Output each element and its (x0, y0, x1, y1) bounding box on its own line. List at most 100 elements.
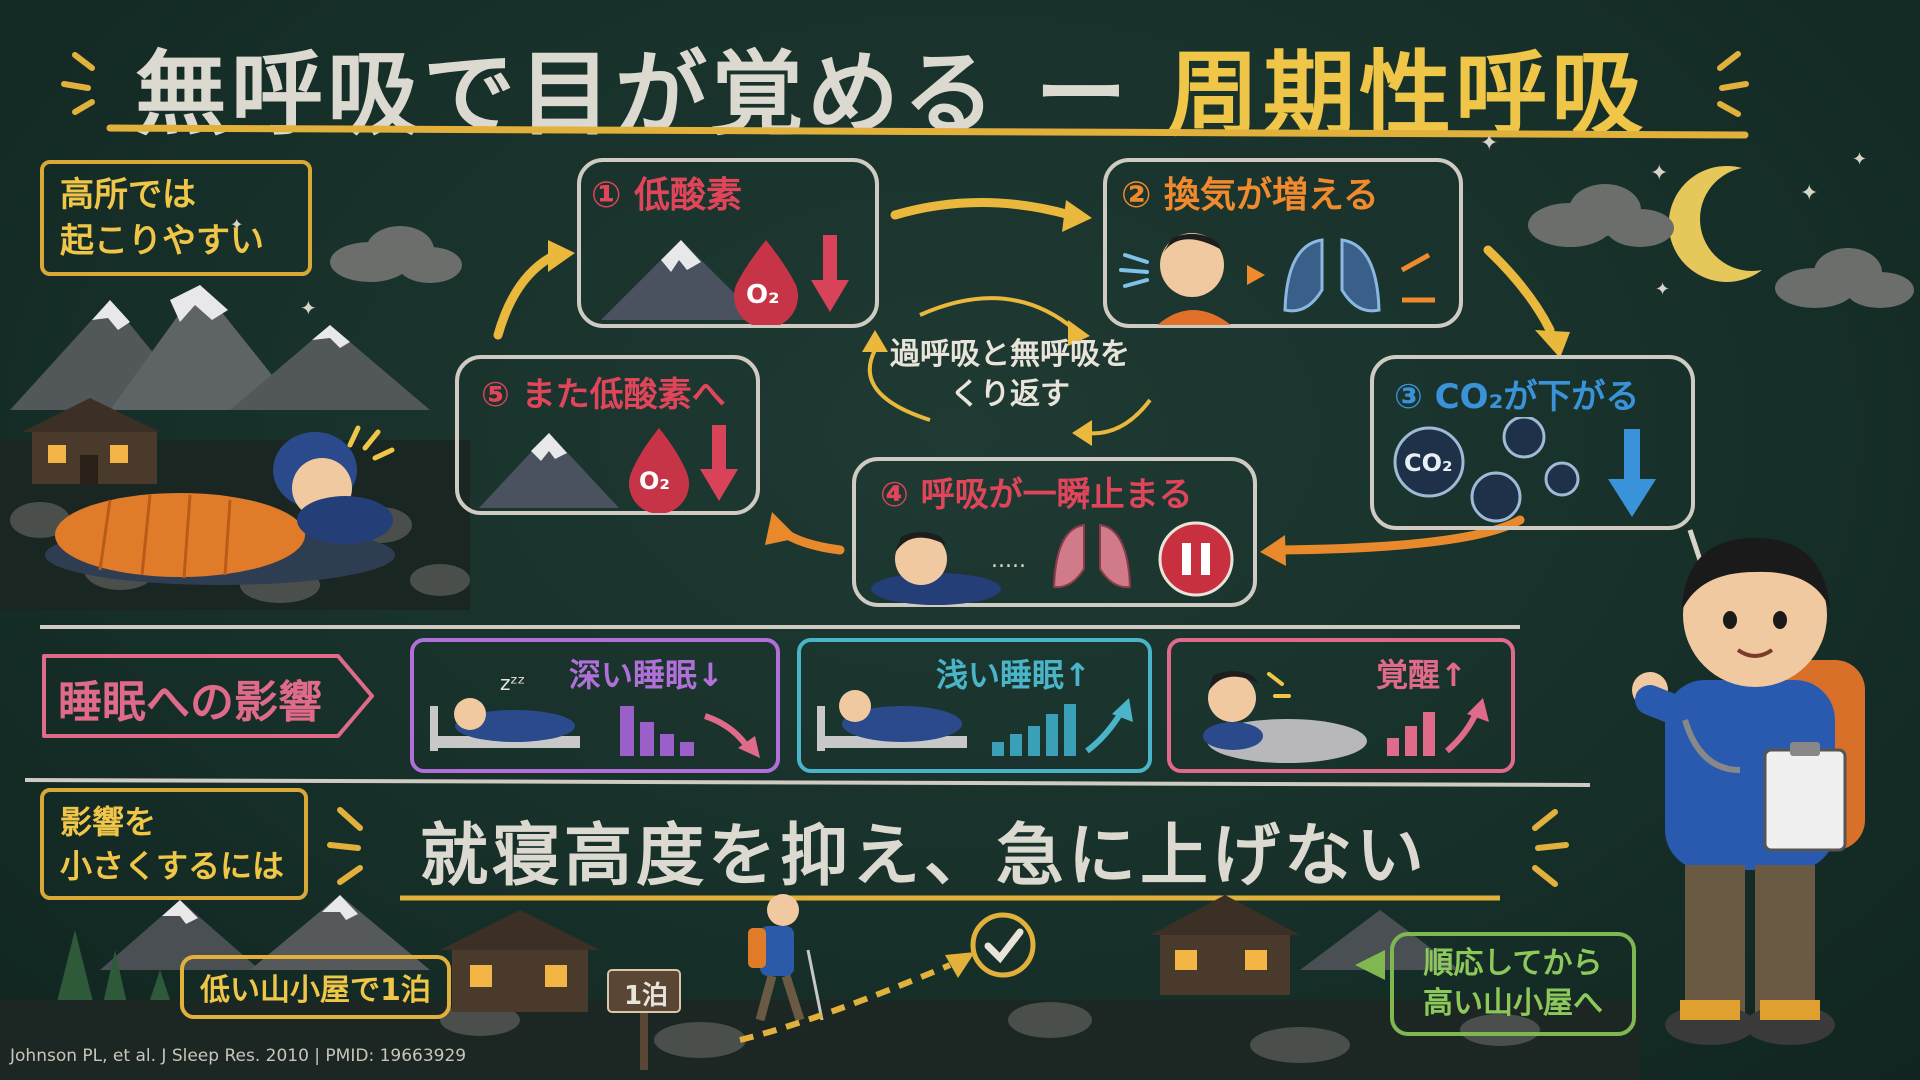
title-accent-left-icon (61, 52, 95, 115)
o2-drop-icon (629, 428, 689, 513)
lungs-icon (1052, 523, 1132, 589)
deep-sleep-illustration: zᶻᶻ (430, 671, 760, 758)
moon-icon (1668, 165, 1762, 282)
trend-up-icon (1445, 709, 1480, 754)
left-hut-icon (22, 398, 160, 484)
step-5-illustration: O₂ (479, 425, 738, 513)
down-arrow-icon (1608, 429, 1656, 517)
svg-text:✦: ✦ (1650, 161, 1668, 186)
light-sleep-card: 浅い睡眠↑ (797, 638, 1152, 773)
step-4-label: ④ 呼吸が一瞬止まる (880, 475, 1193, 515)
hiker-icon (748, 894, 824, 1022)
sleep-heading-box: 睡眠への影響 (38, 650, 378, 742)
dots-text: ..... (991, 548, 1026, 573)
wake-bars (1387, 712, 1435, 756)
step-4-illustration: ..... (871, 521, 1234, 605)
arrow-5-to-1 (493, 250, 560, 340)
bubble-pointer (1355, 950, 1385, 980)
bed-icon (430, 698, 580, 751)
pause-icon (1158, 521, 1234, 597)
breath-lines-icon (1119, 253, 1149, 288)
alert-lines-icon (1267, 672, 1291, 698)
arrow-1-to-2 (890, 198, 1075, 220)
checkmark-icon (970, 912, 1036, 978)
lungs-icon (1283, 238, 1381, 313)
down-arrow-icon (700, 425, 738, 501)
step-1-illustration: O₂ (601, 235, 849, 325)
sleeping-person-icon (871, 532, 1001, 605)
awake-person-icon (1203, 671, 1367, 763)
o2-text: O₂ (639, 467, 670, 495)
step-3-illustration: CO₂ (1393, 417, 1656, 523)
step-2-illustration (1119, 233, 1435, 325)
bottom-scenery (0, 894, 1640, 1080)
co2-text: CO₂ (1404, 449, 1453, 477)
wake-lines-icon (347, 425, 395, 461)
deep-sleep-card: 深い睡眠↓ zᶻᶻ (410, 638, 780, 773)
mountain-icon (479, 433, 619, 508)
cloud-icons (330, 184, 1914, 308)
cycle-step-4: ④ 呼吸が一瞬止まる ..... (852, 457, 1257, 607)
light-sleep-illustration (817, 690, 1133, 756)
light-sleep-label: 浅い睡眠↑ (936, 656, 1091, 694)
step-3-label: ③ CO₂が下がる (1394, 377, 1640, 417)
cycle-center-text: 過呼吸と無呼吸を くり返す (870, 335, 1150, 415)
sign-label: 1泊 (623, 981, 669, 1011)
center-line2: くり返す (950, 377, 1070, 412)
clipboard-icon (1763, 748, 1847, 852)
arrow-2-to-3 (1483, 245, 1555, 335)
svg-text:✦: ✦ (1852, 149, 1867, 170)
title-accent-right-icon (1717, 51, 1749, 117)
step-2-label: ② 換気が増える (1121, 175, 1379, 216)
deep-sleep-label: 深い睡眠↓ (569, 656, 724, 694)
accent-right-icon (1532, 809, 1569, 887)
sleep-heading: 睡眠への影響 (58, 677, 322, 728)
deep-sleep-bars (620, 706, 694, 756)
trousers-icon (1685, 865, 1745, 1015)
svg-text:✦: ✦ (230, 215, 243, 234)
step-5-label: ⑤ また低酸素へ (481, 375, 726, 415)
wake-card: 覚醒↑ (1167, 638, 1515, 773)
advice-accents (327, 807, 1569, 901)
citation: Johnson PL, et al. J Sleep Res. 2010 | P… (10, 1046, 467, 1066)
svg-text:✦: ✦ (1800, 181, 1818, 206)
o2-text: O₂ (746, 280, 780, 310)
bottom-mountains-icon (100, 895, 1460, 970)
high-hut-icon (1150, 895, 1300, 995)
face-icon (1683, 543, 1827, 687)
svg-text:✦: ✦ (1655, 279, 1670, 300)
center-line1: 過呼吸と無呼吸を (890, 337, 1130, 372)
altitude-tag: 高所では 起こりやすい (40, 160, 312, 276)
breathing-person-icon (1157, 233, 1231, 325)
route-path (739, 962, 952, 1043)
stethoscope-icon (1682, 719, 1741, 773)
bed-icon (817, 690, 967, 751)
o2-drop-icon (734, 240, 798, 325)
svg-text:✦: ✦ (300, 296, 317, 320)
star-icons: ✦ ✦ ✦ ✦ ✦ ✦ ✦ (230, 131, 1867, 320)
advice-tag-line2: 小さくするには (60, 847, 285, 885)
low-hut-label: 低い山小屋で1泊 (180, 955, 451, 1019)
light-sleep-bars (992, 704, 1076, 756)
sleeping-climber-icon (45, 432, 395, 585)
down-arrow-icon (811, 235, 849, 312)
high-hut-line1: 順応してから (1423, 946, 1603, 981)
altitude-tag-line2: 起こりやすい (60, 221, 264, 261)
up-arrows-icon (1400, 252, 1435, 303)
cycle-step-2: ② 換気が増える (1103, 158, 1463, 328)
accent-left-icon (327, 807, 363, 885)
step-1-label: ① 低酸素 (591, 175, 743, 216)
co2-bubbles-icon (1393, 417, 1580, 523)
advice-tag-line1: 影響を (60, 803, 157, 841)
cycle-step-3: ③ CO₂が下がる CO₂ (1370, 355, 1695, 530)
signpost-icon (607, 969, 681, 1070)
altitude-tag-line1: 高所では (60, 175, 196, 215)
cycle-step-1: ① 低酸素 O₂ (577, 158, 879, 328)
wake-label: 覚醒↑ (1376, 656, 1467, 694)
hair-icon (1682, 538, 1830, 610)
high-hut-line2: 高い山小屋へ (1423, 986, 1603, 1021)
cycle-step-5: ⑤ また低酸素へ O₂ (455, 355, 760, 515)
advice-message: 就寝高度を抑え、急に上げない (420, 817, 1429, 896)
arrow-heads (548, 200, 1570, 566)
